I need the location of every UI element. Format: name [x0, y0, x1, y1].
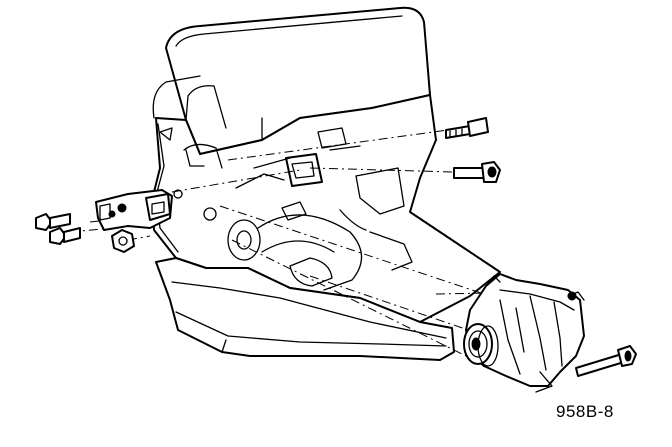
front-cover	[151, 94, 501, 323]
oil-pan	[155, 257, 455, 361]
upper-bolt	[445, 117, 489, 139]
alternator	[463, 273, 585, 393]
adjusting-arm	[95, 189, 173, 231]
pivot-bolt	[575, 345, 637, 377]
small-bolts	[35, 213, 81, 245]
engine-block	[151, 6, 501, 361]
nut	[111, 229, 135, 253]
figure-code: 958B-8	[556, 402, 614, 421]
mounting-bolt	[453, 161, 501, 183]
